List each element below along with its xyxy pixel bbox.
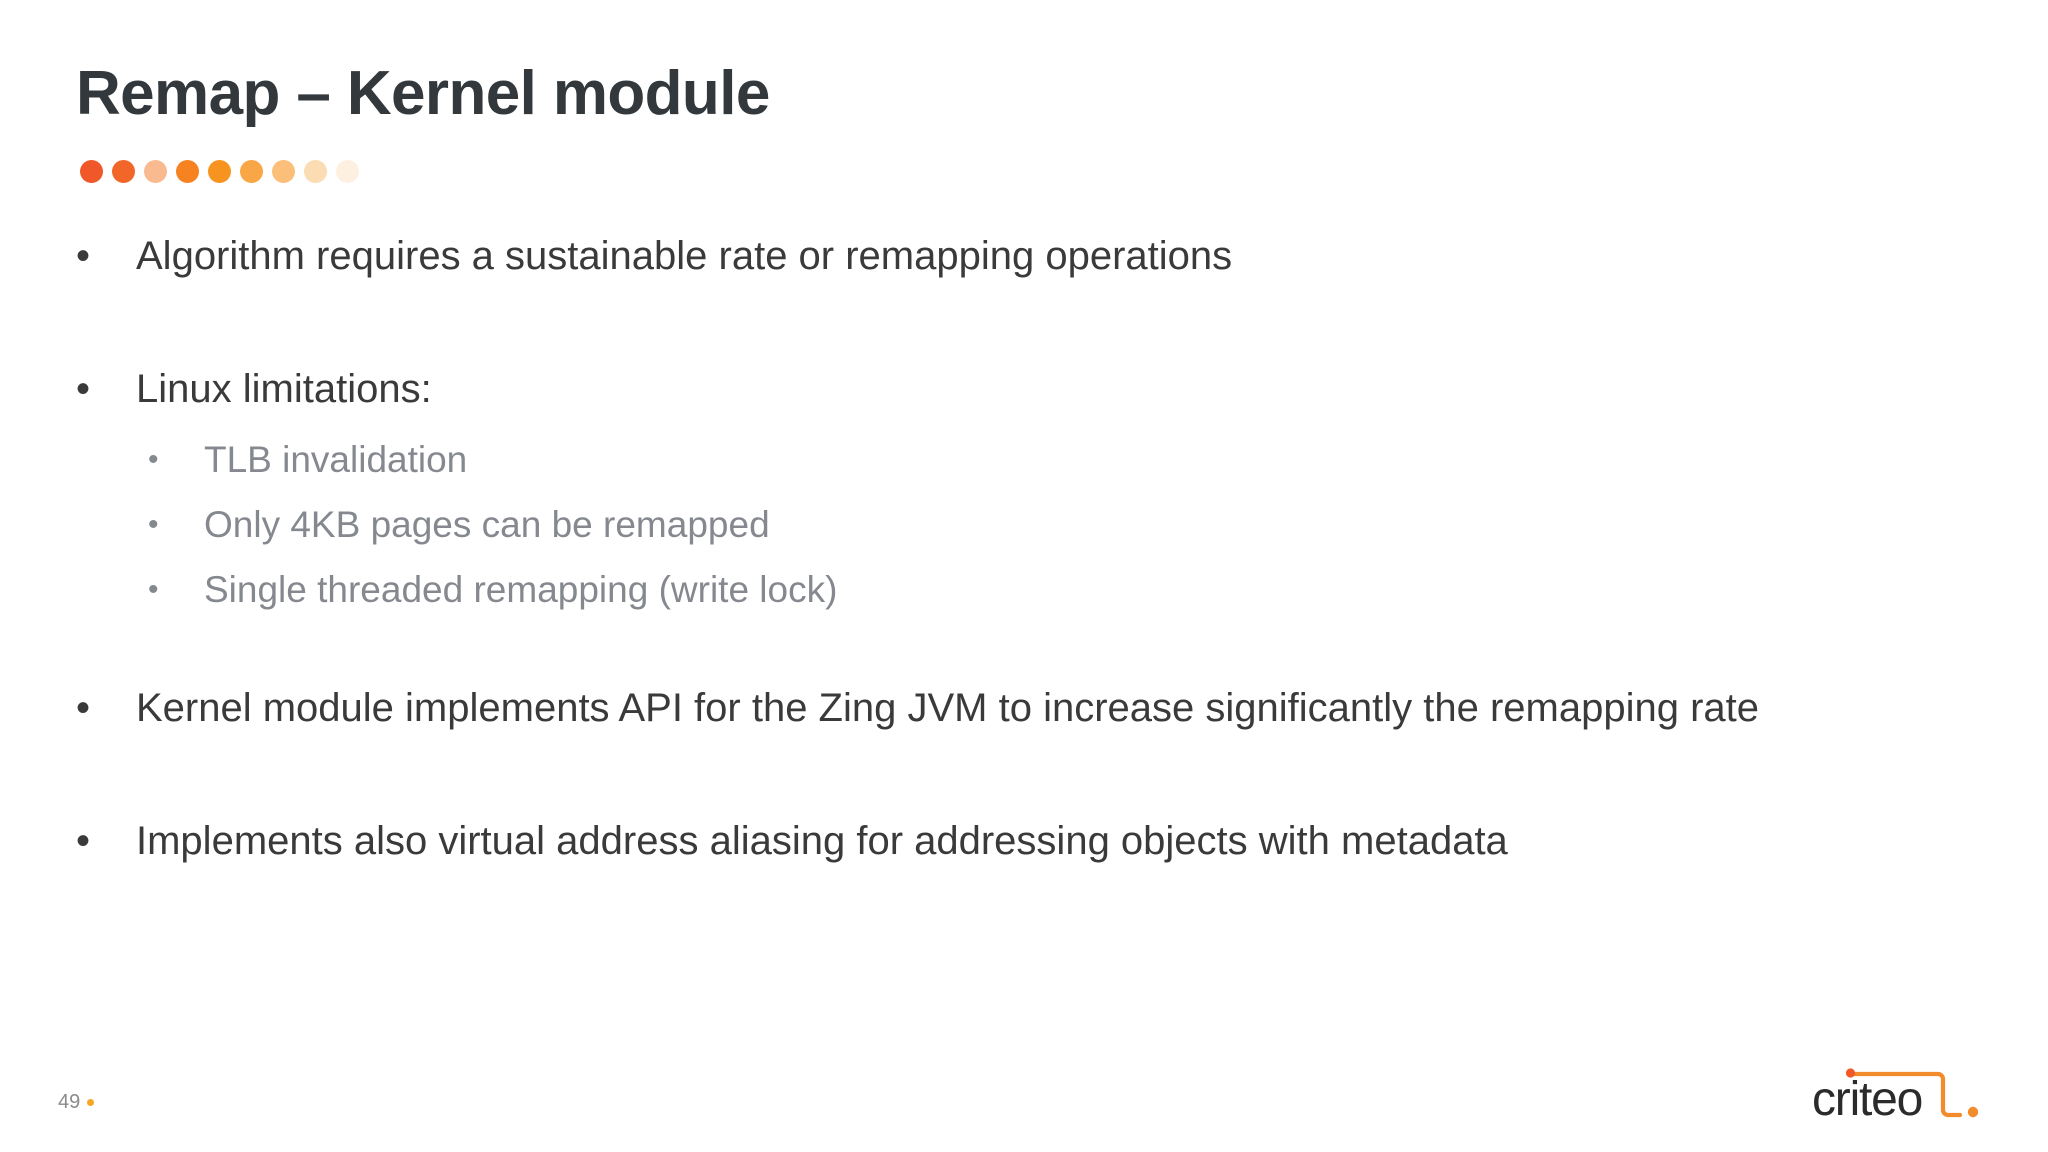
list-item-label: Single threaded remapping (write lock)	[204, 569, 838, 610]
accent-dot	[336, 160, 359, 183]
sub-bullet-group: • TLB invalidation • Only 4KB pages can …	[0, 436, 2048, 614]
page-number-dot-icon	[87, 1099, 95, 1106]
list-item-label: Linux limitations:	[136, 367, 432, 411]
list-item: • Linux limitations:	[0, 361, 2048, 417]
page-title: Remap – Kernel module	[76, 59, 770, 128]
accent-dot	[176, 160, 199, 183]
list-item: • TLB invalidation	[0, 436, 2048, 484]
bullet-marker-icon: •	[148, 573, 159, 606]
accent-dot	[272, 160, 295, 183]
bullet-marker-icon: •	[76, 819, 91, 863]
list-item: • Single threaded remapping (write lock)	[0, 566, 2048, 614]
bullet-marker-icon: •	[76, 234, 91, 278]
accent-dot	[112, 160, 135, 183]
list-item: • Implements also virtual address aliasi…	[0, 813, 2048, 869]
list-item: • Kernel module implements API for the Z…	[0, 680, 2048, 736]
accent-dot	[304, 160, 327, 183]
list-item-label: Implements also virtual address aliasing…	[136, 819, 1508, 863]
list-item-label: TLB invalidation	[204, 439, 468, 480]
bullet-marker-icon: •	[148, 508, 159, 541]
page-number-label: 49	[58, 1091, 81, 1113]
accent-dot-row	[80, 160, 359, 183]
list-item: • Algorithm requires a sustainable rate …	[0, 228, 2048, 284]
accent-dot	[80, 160, 103, 183]
list-item-label: Algorithm requires a sustainable rate or…	[136, 234, 1233, 278]
bullet-list: • Algorithm requires a sustainable rate …	[0, 228, 2048, 946]
accent-dot	[144, 160, 167, 183]
bullet-marker-icon: •	[76, 367, 91, 411]
page-number: 49	[58, 1091, 95, 1114]
criteo-logo: criteo	[1810, 1058, 2000, 1130]
list-item-label: Only 4KB pages can be remapped	[204, 504, 770, 545]
list-item: • Only 4KB pages can be remapped	[0, 501, 2048, 549]
svg-text:criteo: criteo	[1812, 1073, 1922, 1126]
accent-dot	[208, 160, 231, 183]
bullet-marker-icon: •	[76, 686, 91, 730]
accent-dot	[240, 160, 263, 183]
list-item-label: Kernel module implements API for the Zin…	[136, 686, 1760, 730]
bullet-marker-icon: •	[148, 443, 159, 476]
